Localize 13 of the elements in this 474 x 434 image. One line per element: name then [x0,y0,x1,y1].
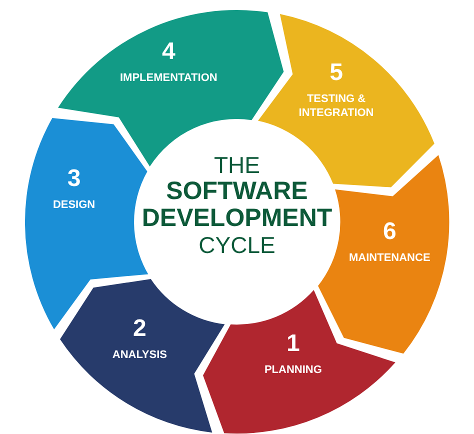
step-label: DESIGN [52,198,96,212]
step-number: 5 [328,60,344,86]
step-number: 3 [66,166,82,192]
step-number: 1 [285,331,301,358]
step-label: IMPLEMENTATION [118,70,218,85]
step-number: 4 [160,38,176,65]
step-number: 2 [132,316,148,342]
step-label: PLANNING [263,363,323,378]
step-number: 6 [382,218,398,245]
step-label: TESTING & INTEGRATION [298,92,375,120]
title: THE SOFTWARE DEVELOPMENT CYCLE [140,152,334,258]
step-label: ANALYSIS [111,348,168,362]
step-label: MAINTENANCE [348,250,432,265]
